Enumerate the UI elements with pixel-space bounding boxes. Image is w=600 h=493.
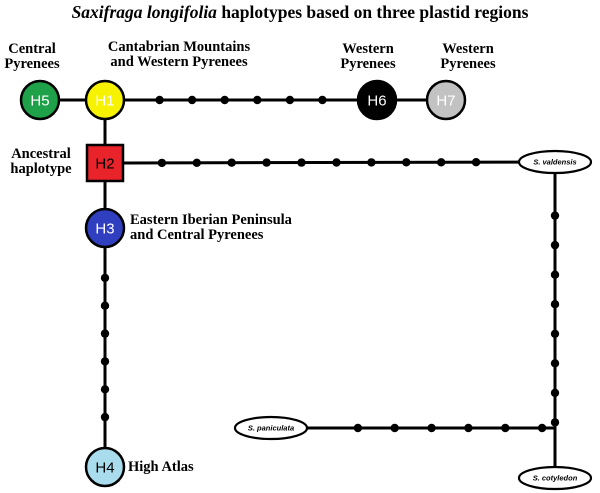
mutation-dot <box>550 240 560 250</box>
mutation-dots-layer <box>100 95 560 433</box>
haplotype-node-h3: H3 <box>84 207 126 249</box>
mutation-dot <box>501 423 510 433</box>
label-line: and Western Pyrenees <box>110 54 248 70</box>
label-line: Ancestral <box>11 146 71 162</box>
mutation-dot <box>100 357 110 366</box>
haplotype-circle <box>84 446 126 488</box>
outgroup-ellipse <box>517 149 593 175</box>
haplotype-circle <box>356 79 398 121</box>
mutation-dot <box>297 158 306 167</box>
outgroup-label: S. paniculata <box>248 424 294 433</box>
outgroup-node-paniculata: S. paniculata <box>233 415 309 441</box>
haplotype-label: H1 <box>95 93 114 110</box>
mutation-dot <box>550 418 560 427</box>
outgroup-label: S. cotyledon <box>533 474 578 483</box>
label-western-pyrenees-h7: Western Pyrenees <box>426 42 510 72</box>
edge-paniculata-cotyledon <box>271 426 557 478</box>
outgroup-ellipse <box>517 465 593 491</box>
haplotype-circle <box>425 79 467 121</box>
outgroup-node-valdensis: S. valdensis <box>517 149 593 175</box>
label-line: Western <box>342 41 394 57</box>
mutation-dot <box>100 273 110 283</box>
outgroup-node-cotyledon: S. cotyledon <box>517 465 593 491</box>
haplotype-square <box>85 143 125 183</box>
mutation-dot <box>367 158 376 167</box>
haplotype-node-h1: H1 <box>84 79 126 121</box>
outgroup-label: S. valdensis <box>533 158 576 167</box>
mutation-dot <box>155 95 164 105</box>
mutation-dot <box>537 423 547 433</box>
label-line: Pyrenees <box>4 56 60 72</box>
label-line: Pyrenees <box>440 56 496 72</box>
mutation-dot <box>550 211 560 220</box>
mutation-dot <box>220 95 229 105</box>
haplotype-node-h4: H4 <box>84 446 126 488</box>
label-high-atlas: High Atlas <box>128 460 194 475</box>
label-line: Pyrenees <box>340 56 396 72</box>
haplotype-circle <box>84 79 126 121</box>
mutation-dot <box>100 385 110 394</box>
label-western-pyrenees-h6: Western Pyrenees <box>328 42 408 72</box>
mutation-dot <box>550 359 560 368</box>
label-ancestral-haplotype: Ancestral haplotype <box>0 147 82 177</box>
label-cantabrian-mountains: Cantabrian Mountains and Western Pyrenee… <box>84 40 274 70</box>
diagram-title: Saxifraga longifolia haplotypes based on… <box>0 2 600 23</box>
haplotype-label: H2 <box>95 156 114 173</box>
haplotype-node-h5: H5 <box>19 79 61 121</box>
haplotype-node-h7: H7 <box>425 79 467 121</box>
mutation-dot <box>318 95 327 105</box>
mutation-dot <box>402 158 411 167</box>
label-central-pyrenees: Central Pyrenees <box>0 42 64 72</box>
label-line: Cantabrian Mountains <box>107 39 251 55</box>
mutation-dot <box>353 423 363 433</box>
haplotype-label: H5 <box>30 93 49 110</box>
haplotype-label: H7 <box>436 93 455 110</box>
label-line: haplotype <box>10 161 72 177</box>
mutation-dot <box>550 300 560 309</box>
mutation-dot <box>332 158 341 167</box>
mutation-dot <box>427 423 436 433</box>
label-line: Western <box>442 41 494 57</box>
mutation-dot <box>253 95 262 105</box>
mutation-dot <box>437 158 446 167</box>
haplotype-label: H6 <box>367 93 386 110</box>
edge-H2-valdensis <box>104 160 556 165</box>
mutation-dot <box>187 95 197 105</box>
mutation-dot <box>550 329 560 338</box>
mutation-dot <box>550 388 560 398</box>
mutation-dot <box>227 158 236 167</box>
mutation-dot <box>285 95 295 105</box>
mutation-dot <box>464 423 473 433</box>
haplotype-label: H3 <box>95 221 114 238</box>
label-line: and Central Pyrenees <box>130 227 264 243</box>
mutation-dot <box>390 423 399 433</box>
haplotype-circle <box>84 207 126 249</box>
mutation-dot <box>100 301 110 310</box>
mutation-dot <box>100 329 110 338</box>
mutation-dot <box>262 158 271 167</box>
haplotype-label: H4 <box>95 460 114 477</box>
mutation-dot <box>550 270 560 279</box>
mutation-dot <box>157 158 167 168</box>
title-rest: haplotypes based on three plastid region… <box>216 2 529 22</box>
label-line: Eastern Iberian Peninsula <box>130 212 292 228</box>
label-line: Central <box>8 41 56 57</box>
haplotype-circle <box>19 79 61 121</box>
haplotype-node-h6: H6 <box>356 79 398 121</box>
mutation-dot <box>471 158 481 167</box>
title-species: Saxifraga longifolia <box>71 2 217 22</box>
mutation-dot <box>100 412 110 422</box>
label-line: High Atlas <box>128 459 194 475</box>
label-eastern-iberian: Eastern Iberian Peninsula and Central Py… <box>130 213 292 243</box>
mutation-dot <box>192 158 201 167</box>
outgroup-ellipse <box>233 415 309 441</box>
haplotype-node-h2: H2 <box>85 143 125 183</box>
